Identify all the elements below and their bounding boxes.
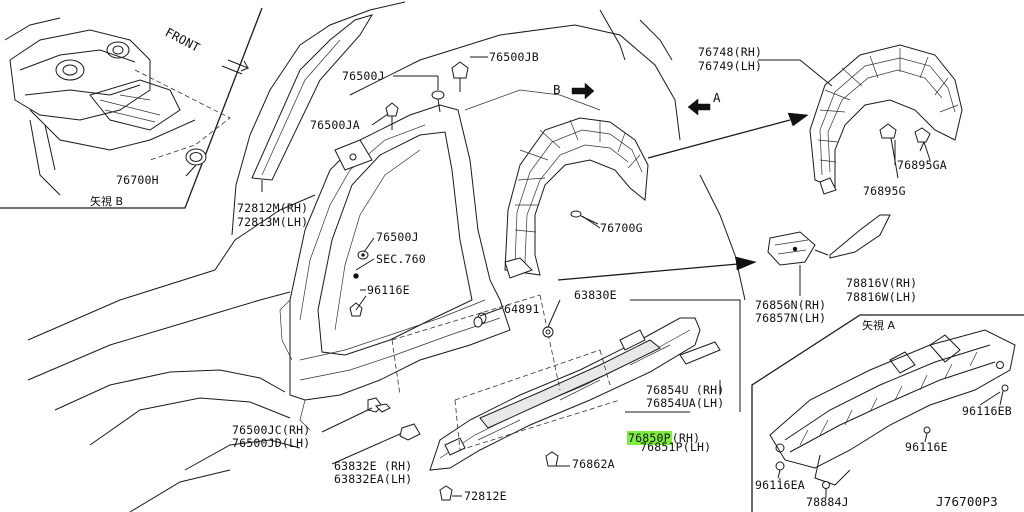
body-side-frame <box>279 89 601 431</box>
part-76862a[interactable]: 76862A <box>572 457 615 471</box>
part-96116eb[interactable]: 96116EB <box>962 404 1012 418</box>
part-78816v[interactable]: 78816V(RH) <box>846 276 918 290</box>
part-76749[interactable]: 76749(LH) <box>698 59 763 73</box>
part-76500j-top[interactable]: 76500J <box>342 69 385 83</box>
inset-view-b <box>0 7 263 209</box>
part-76857n[interactable]: 76857N(LH) <box>755 311 827 325</box>
label-76856n-group: 76856N(RH) 76857N(LH) <box>755 299 826 324</box>
bracket-and-mudflap <box>767 214 891 296</box>
label-72812m-group: 72812M(RH) 72813M(LH) <box>237 202 308 228</box>
part-76854ua[interactable]: 76854UA(LH) <box>646 396 725 410</box>
part-76500ja[interactable]: 76500JA <box>310 118 360 132</box>
part-63830e[interactable]: 63830E <box>574 288 617 302</box>
diagram-id: J76700P3 <box>936 494 998 509</box>
fender-liner <box>809 44 963 195</box>
part-96116ea[interactable]: 96116EA <box>755 478 805 492</box>
part-63832ea[interactable]: 63832EA(LH) <box>334 472 413 486</box>
part-76850p-side: (RH) <box>671 431 701 445</box>
part-76700h[interactable]: 76700H <box>116 173 159 187</box>
part-96116e-left[interactable]: 96116E <box>367 283 410 297</box>
label-76500jc-group: 76500JC(RH) 76500JD(LH) <box>232 424 310 449</box>
leader-lines <box>321 56 1001 480</box>
part-76856n[interactable]: 76856N(RH) <box>755 298 827 312</box>
part-76895ga[interactable]: 76895GA <box>897 158 947 172</box>
label-78816v-group: 78816V(RH) 78816W(LH) <box>846 277 917 303</box>
a-pillar-trim <box>251 14 374 192</box>
inset-view-a <box>751 314 1024 512</box>
part-96116e-right[interactable]: 96116E <box>905 440 948 454</box>
part-78816w[interactable]: 78816W(LH) <box>846 290 918 304</box>
label-76854u-group: 76854U (RH) 76854UA(LH) <box>646 384 724 409</box>
part-78884j[interactable]: 78884J <box>806 495 849 509</box>
part-76500jb[interactable]: 76500JB <box>489 50 539 64</box>
label-76748-group: 76748(RH) 76749(LH) <box>698 46 762 72</box>
part-76895g[interactable]: 76895G <box>863 184 906 198</box>
rear-wheelhouse-liner <box>504 117 649 279</box>
part-76748[interactable]: 76748(RH) <box>698 45 763 59</box>
part-63832e[interactable]: 63832E (RH) <box>334 459 413 473</box>
bottom-fasteners <box>367 299 570 501</box>
view-b-label: 矢視 B <box>90 195 124 208</box>
part-76851p[interactable]: 76851P(LH) <box>640 440 712 454</box>
part-76854u[interactable]: 76854U (RH) <box>646 383 725 397</box>
part-76500jd[interactable]: 76500JD(LH) <box>232 436 311 450</box>
arrow-marker-a: A <box>713 90 721 105</box>
part-76500j-mid[interactable]: 76500J <box>376 230 419 244</box>
part-64891[interactable]: 64891 <box>504 302 540 316</box>
sec-760-ref[interactable]: SEC.760 <box>376 252 426 266</box>
side-sill-cover <box>391 294 741 471</box>
part-72813m[interactable]: 72813M(LH) <box>237 215 309 229</box>
arrow-marker-b: B <box>553 82 561 97</box>
part-72812m[interactable]: 72812M(RH) <box>237 201 309 215</box>
part-76500jc[interactable]: 76500JC(RH) <box>232 423 311 437</box>
view-a-label: 矢視 A <box>862 319 896 332</box>
car-body-outline <box>27 1 746 512</box>
part-72812e[interactable]: 72812E <box>464 489 507 503</box>
label-63832e-group: 63832E (RH) 63832EA(LH) <box>334 460 412 485</box>
part-76700g[interactable]: 76700G <box>600 221 643 235</box>
part-76850p-highlighted[interactable]: 76850P <box>627 431 672 445</box>
label-76850p-row: 76850P(RH) <box>627 427 700 446</box>
callout-arrows <box>557 82 809 281</box>
